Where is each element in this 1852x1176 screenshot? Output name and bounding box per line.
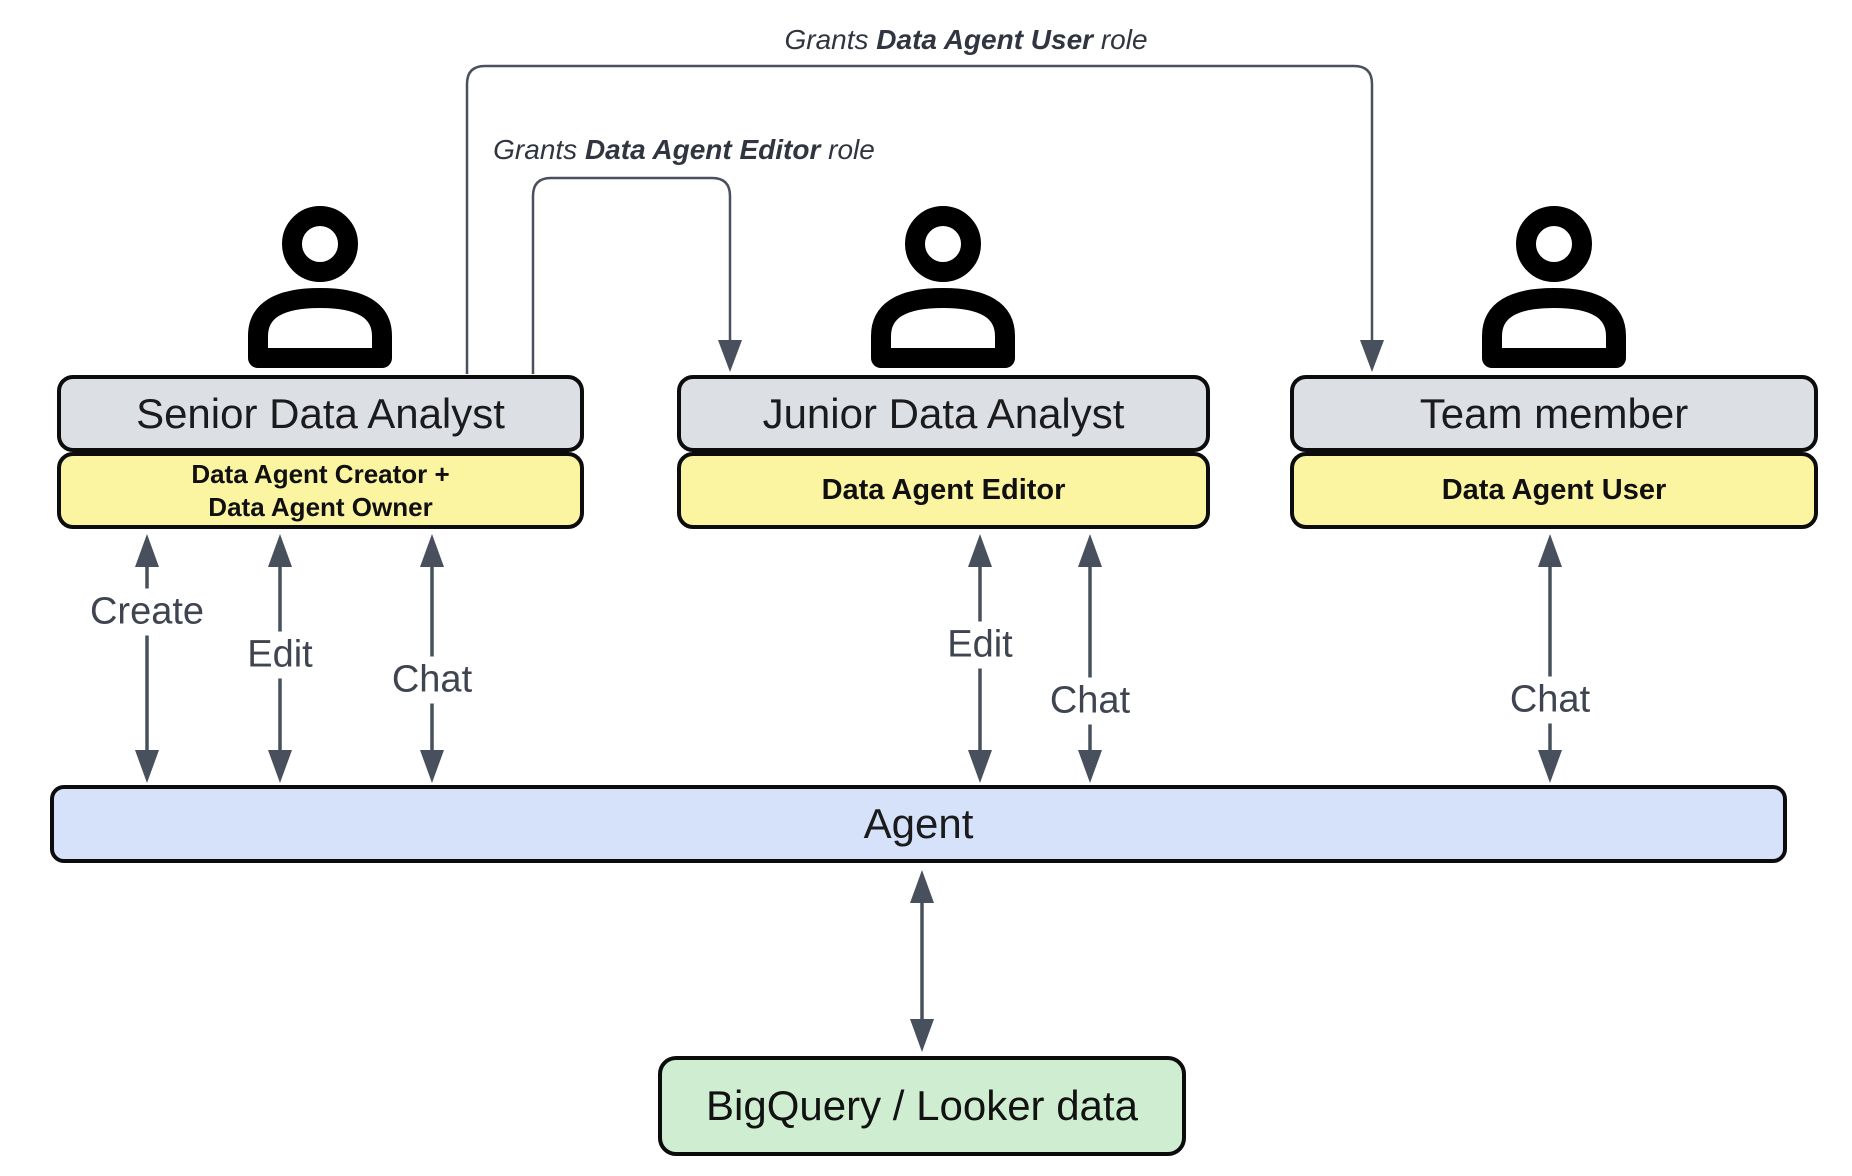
grant-user-suffix: role — [1093, 24, 1148, 55]
arrow-chat-junior — [1078, 534, 1102, 783]
grant-user-prefix: Grants — [784, 24, 877, 55]
person-icon-team — [1482, 206, 1626, 368]
grant-editor-suffix: role — [820, 134, 875, 165]
grant-editor-prefix: Grants — [493, 134, 585, 165]
arrow-create — [135, 534, 159, 783]
grant-user-arrow — [465, 64, 1384, 374]
agent-bar: Agent — [50, 785, 1787, 863]
action-label-chat-junior: Chat — [1039, 677, 1141, 725]
grant-editor-role: Data Agent Editor — [584, 134, 821, 165]
grant-user-role: Data Agent User — [876, 24, 1094, 55]
action-label-create: Create — [79, 588, 215, 636]
grant-user-label: Grants Data Agent User role — [784, 24, 1147, 56]
arrow-agent-datastore — [910, 870, 934, 1052]
actor-role-junior: Data Agent Editor — [677, 452, 1210, 529]
person-icon-senior — [248, 206, 392, 368]
datastore-box: BigQuery / Looker data — [658, 1056, 1186, 1156]
actor-title-junior: Junior Data Analyst — [677, 375, 1210, 452]
grant-editor-label: Grants Data Agent Editor role — [493, 134, 875, 166]
actor-title-team: Team member — [1290, 375, 1818, 452]
action-label-chat-team: Chat — [1499, 676, 1601, 724]
action-label-edit-senior: Edit — [237, 631, 323, 679]
arrow-chat-team — [1538, 534, 1562, 783]
actor-role-team: Data Agent User — [1290, 452, 1818, 529]
person-icon-junior — [871, 206, 1015, 368]
action-label-edit-junior: Edit — [937, 621, 1023, 669]
actor-title-senior: Senior Data Analyst — [57, 375, 584, 452]
grant-editor-arrow — [531, 176, 742, 374]
action-label-chat-senior: Chat — [381, 656, 483, 704]
actor-role-senior: Data Agent Creator + Data Agent Owner — [57, 452, 584, 529]
